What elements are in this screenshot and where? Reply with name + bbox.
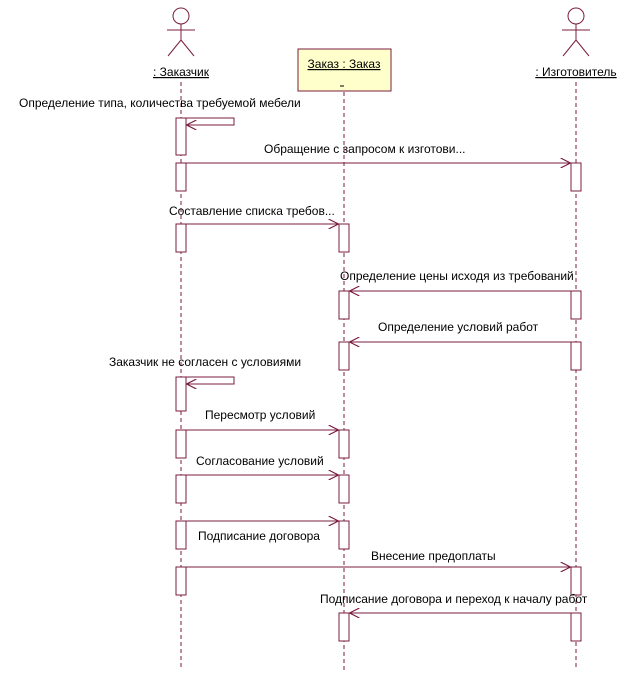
message-label: Определение типа, количества требуемой м… [19,96,301,110]
message-label: Составление списка требов... [169,204,335,218]
activation-bar [570,566,582,596]
activation-bar [175,474,187,504]
activation-bar [175,376,187,412]
activation-bar [338,474,350,504]
participant-manufacturer[interactable]: : Изготовитель [535,7,617,79]
message-arrow-self [186,376,235,384]
object-box [297,48,392,92]
participant-order[interactable]: Заказ : Заказ [297,48,392,92]
participant-customer[interactable]: : Заказчик [153,7,210,79]
actor-icon [167,7,195,57]
message-label: Пересмотр условий [205,408,315,422]
activation-bar [338,341,350,371]
message-label: Определение цены исходя из требований [340,269,574,283]
activation-bar [570,290,582,320]
activation-bar [570,612,582,642]
message-label: Подписание договора и переход к началу р… [320,592,588,606]
message-arrow-self [186,117,235,125]
activation-bar [570,162,582,192]
message-label: Внесение предоплаты [371,549,496,563]
activation-bar [338,520,350,550]
activation-bar [175,162,187,192]
activation-bar [338,612,350,642]
message-label: Заказчик не согласен с условиями [109,355,301,369]
participant-order-name: Заказ : Заказ [308,57,381,71]
message-label: Определение условий работ [378,320,539,334]
activation-bar [175,117,187,156]
activation-bar [175,429,187,459]
activation-bar [175,223,187,253]
activation-bar [175,566,187,596]
message-label: Обращение с запросом к изготови... [264,142,465,156]
participant-customer-name: : Заказчик [153,65,210,79]
message-label: Подписание договора [198,529,320,543]
actor-icon [562,7,590,57]
message-label: Согласование условий [196,454,324,468]
participant-manufacturer-name: : Изготовитель [535,65,616,79]
activation-bar [570,341,582,371]
activation-bar [175,520,187,550]
activation-bar [338,223,350,253]
activation-bar [338,290,350,320]
activation-bar [338,429,350,459]
